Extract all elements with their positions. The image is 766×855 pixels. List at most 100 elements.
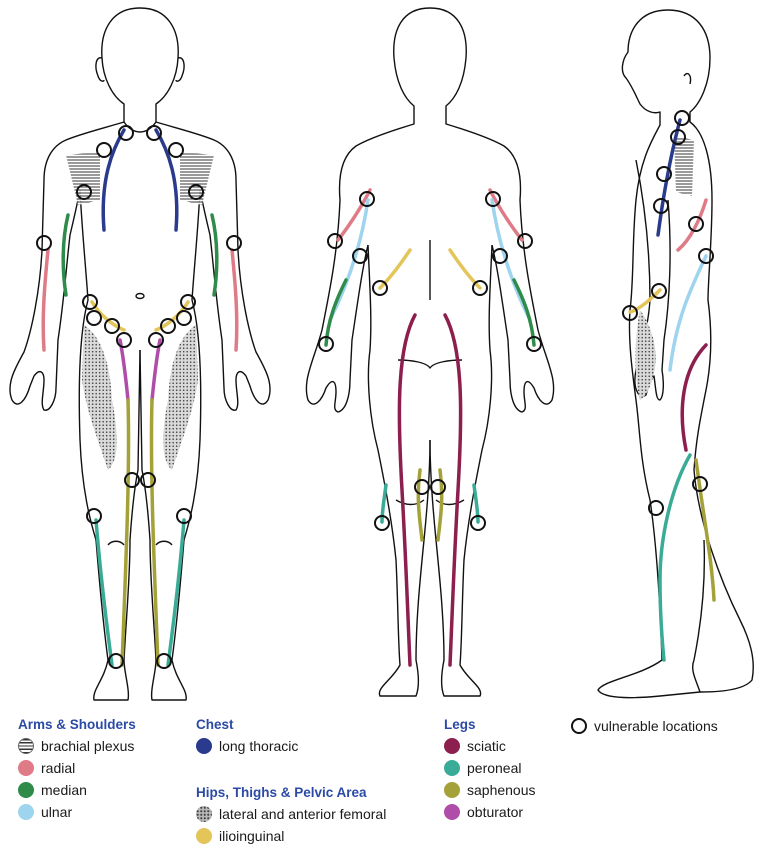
front-radial-right xyxy=(230,248,239,352)
vulnerable-ring xyxy=(648,500,664,516)
vulnerable-ring xyxy=(160,318,176,334)
front-saphenous-right xyxy=(149,398,160,667)
vulnerable-ring xyxy=(414,479,430,495)
front-ilioinguinal-right xyxy=(154,300,190,332)
vulnerable-ring xyxy=(124,472,140,488)
legend-item-femoral: lateral and anterior femoral xyxy=(196,803,386,825)
front-long-thoracic-left xyxy=(101,128,126,232)
front-figure xyxy=(9,7,271,701)
back-peroneal-right xyxy=(472,483,480,524)
back-sciatic-left xyxy=(397,313,417,667)
side-body-outline xyxy=(597,9,754,699)
vulnerable-ring xyxy=(472,280,488,296)
front-brachial-plexus-right xyxy=(180,152,214,205)
vulnerable-ring xyxy=(168,142,184,158)
front-obturator-right xyxy=(150,338,162,402)
legend-label: vulnerable locations xyxy=(594,718,718,734)
legend-item-saphenous: saphenous xyxy=(444,779,536,801)
side-ilioinguinal xyxy=(628,288,662,314)
vulnerable-ring xyxy=(82,294,98,310)
vulnerable-ring xyxy=(492,248,508,264)
side-saphenous xyxy=(694,458,716,602)
saphenous-swatch xyxy=(444,782,460,798)
front-obturator-left xyxy=(118,338,130,402)
vulnerable-ring xyxy=(651,283,667,299)
side-radial xyxy=(676,198,708,252)
vulnerable-ring xyxy=(36,235,52,251)
peroneal-swatch xyxy=(444,760,460,776)
median-swatch xyxy=(18,782,34,798)
vulnerable-ring xyxy=(698,248,714,264)
vulnerable-ring xyxy=(176,508,192,524)
back-sciatic-right xyxy=(443,313,463,667)
front-femoral-left xyxy=(82,325,117,470)
side-femoral xyxy=(635,310,656,400)
side-brachial-plexus xyxy=(674,136,694,196)
vulnerable-ring xyxy=(76,184,92,200)
legend-label: saphenous xyxy=(467,782,536,798)
vulnerable-ring xyxy=(116,332,132,348)
vulnerable-ring xyxy=(430,479,446,495)
legend-arms-shoulders: Arms & Shoulders brachial plexus radial … xyxy=(18,715,136,823)
side-ulnar xyxy=(668,254,708,372)
vulnerable-ring xyxy=(688,216,704,232)
vulnerable-ring xyxy=(517,233,533,249)
vulnerable-ring xyxy=(86,508,102,524)
back-body-outline xyxy=(305,7,555,697)
legend-label: peroneal xyxy=(467,760,522,776)
back-peroneal-left xyxy=(380,483,388,524)
vulnerable-ring xyxy=(148,332,164,348)
legend-label: ilioinguinal xyxy=(219,828,285,844)
legend-item-sciatic: sciatic xyxy=(444,735,536,757)
legend-label: obturator xyxy=(467,804,524,820)
radial-swatch xyxy=(18,760,34,776)
back-median-right xyxy=(512,278,536,347)
front-median-left xyxy=(61,213,70,297)
side-vulnerable-rings xyxy=(622,110,714,516)
brachial-plexus-swatch xyxy=(18,738,34,754)
back-saphenous-right xyxy=(436,468,444,542)
legend-heading-hips: Hips, Thighs & Pelvic Area xyxy=(196,785,367,800)
vulnerable-ring xyxy=(118,125,134,141)
front-body-outline xyxy=(9,7,271,701)
front-median-right xyxy=(210,213,219,297)
back-vulnerable-rings xyxy=(318,191,542,531)
vulnerable-ring xyxy=(156,653,172,669)
legend-legs: Legs sciatic peroneal saphenous obturato… xyxy=(444,715,536,823)
legend-label: median xyxy=(41,782,87,798)
legend-chest: Chest long thoracic xyxy=(196,715,298,757)
vulnerable-ring xyxy=(108,653,124,669)
vulnerable-ring xyxy=(653,198,669,214)
legend-label: brachial plexus xyxy=(41,738,135,754)
legend-label: ulnar xyxy=(41,804,73,820)
legend-item-vulnerable: vulnerable locations xyxy=(571,715,718,737)
legend-item-ilioinguinal: ilioinguinal xyxy=(196,825,386,847)
legend-item-radial: radial xyxy=(18,757,136,779)
vulnerable-ring xyxy=(318,336,334,352)
back-ilioinguinal-right xyxy=(448,248,482,290)
front-peroneal-right xyxy=(166,518,186,667)
vulnerable-ring xyxy=(188,184,204,200)
body-diagrams xyxy=(9,7,754,701)
front-saphenous-left xyxy=(120,398,131,667)
legend-item-brachial-plexus: brachial plexus xyxy=(18,735,136,757)
front-vulnerable-rings xyxy=(36,125,242,669)
side-peroneal xyxy=(658,453,692,662)
legend-item-median: median xyxy=(18,779,136,801)
vulnerable-ring xyxy=(674,110,690,126)
vulnerable-ring xyxy=(104,318,120,334)
long-thoracic-swatch xyxy=(196,738,212,754)
legend-item-peroneal: peroneal xyxy=(444,757,536,779)
vulnerable-ring xyxy=(526,336,542,352)
back-median-left xyxy=(324,278,348,347)
vulnerable-ring xyxy=(352,248,368,264)
front-radial-left xyxy=(41,248,50,352)
legend-item-long-thoracic: long thoracic xyxy=(196,735,298,757)
vulnerable-ring xyxy=(372,280,388,296)
legend: Arms & Shoulders brachial plexus radial … xyxy=(0,705,766,855)
vulnerable-ring-icon xyxy=(571,718,587,734)
legend-label: sciatic xyxy=(467,738,506,754)
side-sciatic xyxy=(680,343,708,452)
legend-heading-chest: Chest xyxy=(196,717,234,732)
vulnerable-ring xyxy=(180,294,196,310)
